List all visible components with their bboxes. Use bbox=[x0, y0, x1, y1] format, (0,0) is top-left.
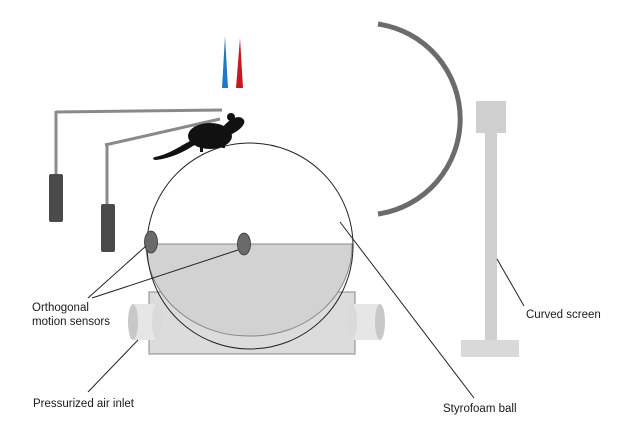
leader-screen bbox=[496, 258, 525, 307]
mouse-icon bbox=[153, 113, 245, 160]
curved-screen bbox=[377, 21, 463, 217]
air-inlet-right bbox=[347, 304, 385, 340]
label-sensors-line2: motion sensors bbox=[32, 316, 110, 328]
ball-holder bbox=[145, 243, 353, 337]
leader-air-inlet bbox=[87, 339, 139, 393]
leader-sensor-center bbox=[91, 249, 239, 299]
motion-sensor-left bbox=[144, 230, 158, 254]
lick-arm-left bbox=[49, 108, 223, 222]
lick-arm-right bbox=[101, 117, 221, 252]
label-sensors-line1: Orthogonal bbox=[32, 302, 89, 314]
leader-sensor-left bbox=[87, 245, 147, 299]
electrode-blue bbox=[222, 36, 228, 88]
leader-ball bbox=[339, 221, 475, 399]
electrode-red bbox=[236, 38, 243, 88]
label-curved-screen: Curved screen bbox=[526, 309, 601, 321]
label-orthogonal-motion-sensors: Orthogonal motion sensors bbox=[32, 301, 110, 329]
label-pressurized-air-inlet: Pressurized air inlet bbox=[33, 398, 134, 410]
label-styrofoam-ball: Styrofoam ball bbox=[443, 403, 517, 415]
screen-stand bbox=[461, 101, 519, 357]
air-inlet-left bbox=[128, 304, 162, 340]
motion-sensor-center bbox=[237, 232, 251, 256]
